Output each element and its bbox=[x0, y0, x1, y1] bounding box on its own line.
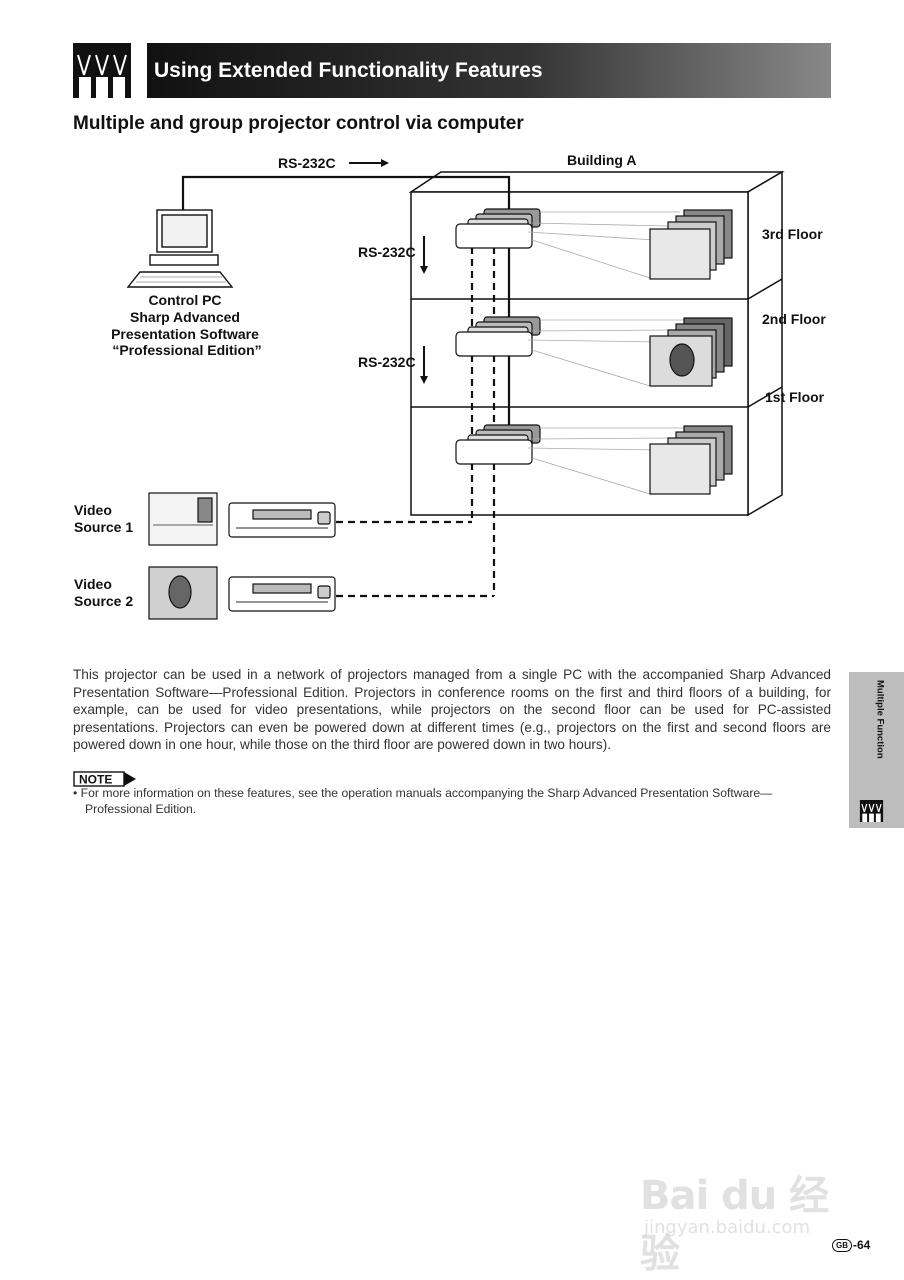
page-title: Using Extended Functionality Features bbox=[154, 58, 543, 82]
arrow-down-icon bbox=[420, 236, 428, 274]
control-pc-icon bbox=[126, 209, 234, 288]
watermark-main: Bai du 经验 bbox=[640, 1173, 829, 1277]
video-source-1-label-line2: Source 1 bbox=[74, 519, 133, 535]
page-number: GB -64 bbox=[832, 1237, 870, 1253]
projector-stack-3rd-floor bbox=[455, 208, 733, 280]
control-pc-software-line3: “Professional Edition” bbox=[112, 342, 261, 358]
watermark: Bai du 经验 jingyan.baidu.com bbox=[640, 1145, 860, 1277]
multiple-projectors-icon bbox=[73, 43, 131, 98]
multiple-projectors-icon bbox=[859, 800, 884, 822]
control-pc-label: Control PC bbox=[148, 292, 221, 308]
rs232c-label-2nd: RS-232C bbox=[358, 354, 416, 370]
vcr-2-icon bbox=[228, 576, 336, 612]
page-number-text: -64 bbox=[853, 1238, 871, 1252]
note-label: NOTE bbox=[73, 771, 136, 787]
projector-stack-1st-floor bbox=[455, 424, 733, 495]
note-text: • For more information on these features… bbox=[73, 786, 773, 816]
video-source-1-screen bbox=[148, 492, 218, 546]
section-title: Multiple and group projector control via… bbox=[73, 113, 524, 134]
rs232c-label-top: RS-232C bbox=[278, 155, 336, 171]
page-header: Using Extended Functionality Features bbox=[147, 43, 831, 98]
network-diagram: RS-232C Building A RS-232C RS-232C 3rd F… bbox=[74, 152, 826, 620]
control-pc-software-line1: Sharp Advanced bbox=[130, 309, 240, 325]
video-source-2-label-line1: Video bbox=[74, 576, 112, 592]
floor-label-1st: 1st Floor bbox=[765, 389, 825, 405]
video-source-1-label-line1: Video bbox=[74, 502, 112, 518]
floor-label-2nd: 2nd Floor bbox=[762, 311, 826, 327]
region-badge: GB bbox=[832, 1238, 852, 1252]
watermark-sub: jingyan.baidu.com bbox=[644, 1217, 811, 1238]
body-paragraph: This projector can be used in a network … bbox=[73, 667, 831, 752]
video-source-2-label-line2: Source 2 bbox=[74, 593, 133, 609]
vcr-1-icon bbox=[228, 502, 336, 538]
side-tab-label: Multiple Function bbox=[874, 680, 886, 759]
video-cables bbox=[336, 235, 496, 598]
arrow-down-icon bbox=[420, 346, 428, 384]
note-label-text: NOTE bbox=[79, 773, 112, 787]
side-tab: Multiple Function bbox=[849, 672, 904, 828]
video-source-2-screen bbox=[148, 566, 218, 620]
building-label: Building A bbox=[567, 152, 636, 168]
control-pc-software-line2: Presentation Software bbox=[111, 326, 259, 342]
rs232c-label-3rd: RS-232C bbox=[358, 244, 416, 260]
projector-stack-2nd-floor bbox=[455, 316, 733, 387]
floor-label-3rd: 3rd Floor bbox=[762, 226, 823, 242]
arrow-right-icon bbox=[349, 159, 389, 167]
